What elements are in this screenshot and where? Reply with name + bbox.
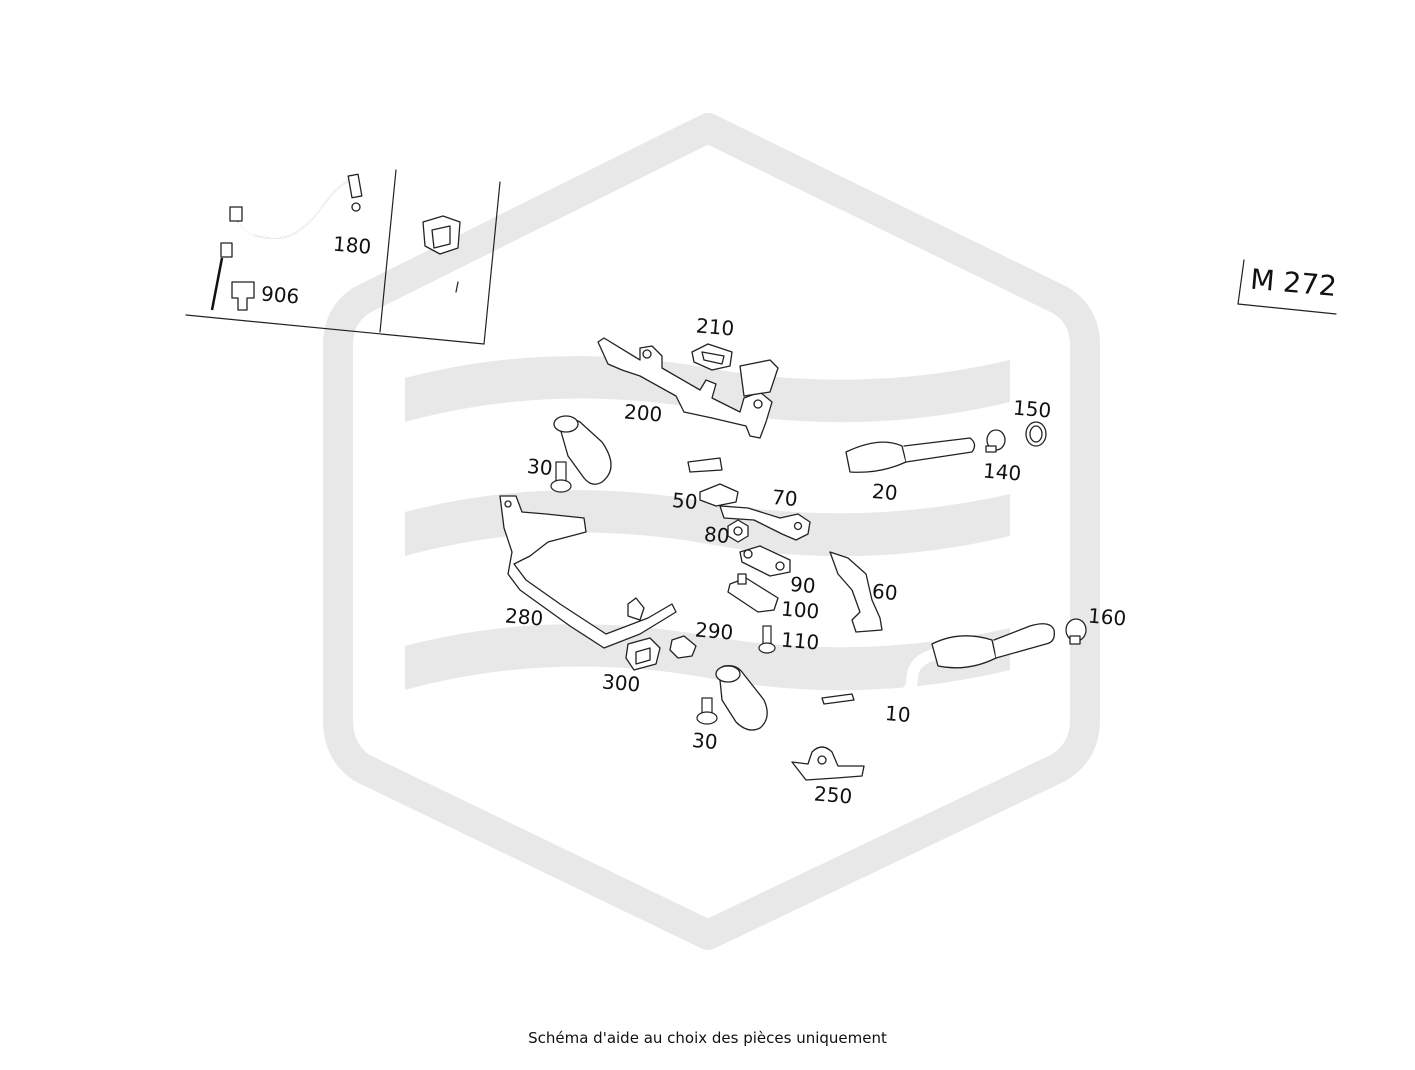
part-110-bolt[interactable] — [758, 625, 776, 654]
part-280-bracket[interactable] — [499, 495, 677, 649]
callout-70: 70 — [771, 485, 798, 511]
part-150-clamp[interactable] — [1025, 421, 1047, 447]
callout-160: 160 — [1087, 603, 1127, 630]
part-90-mount[interactable] — [739, 545, 791, 577]
callout-300: 300 — [601, 669, 641, 696]
callout-60: 60 — [871, 579, 898, 605]
part-60-bracket[interactable] — [829, 551, 883, 633]
callout-80: 80 — [703, 522, 730, 548]
callout-210: 210 — [695, 313, 735, 340]
part-250-mount[interactable] — [791, 746, 865, 781]
part-30-bolt-lower[interactable] — [696, 697, 718, 725]
part-906-connector[interactable] — [210, 242, 255, 311]
callout-280: 280 — [504, 603, 544, 630]
callout-150: 150 — [1012, 395, 1052, 422]
footer-disclaimer: Schéma d'aide au choix des pièces unique… — [528, 1029, 887, 1047]
engine-code-label: M 272 — [1237, 259, 1338, 315]
part-160-clamp[interactable] — [1065, 618, 1087, 645]
callout-110: 110 — [780, 627, 820, 654]
part-300-clip[interactable] — [625, 637, 661, 671]
callout-290: 290 — [694, 617, 734, 644]
part-80-nut[interactable] — [727, 519, 749, 543]
callout-20: 20 — [871, 479, 898, 505]
callout-180: 180 — [332, 232, 372, 259]
callout-90: 90 — [789, 572, 816, 598]
callout-200: 200 — [623, 399, 663, 426]
callout-30-upper: 30 — [526, 454, 553, 480]
inset-frame — [185, 169, 501, 345]
part-50-hanger[interactable] — [699, 483, 739, 507]
part-290-clip[interactable] — [669, 635, 697, 659]
part-10-exhaust-pipe[interactable] — [715, 623, 1055, 731]
callout-30-lower: 30 — [691, 728, 718, 754]
callout-labels: 180 906 210 200 150 140 30 20 50 70 80 9… — [260, 232, 1127, 809]
part-210-clip[interactable] — [691, 343, 733, 371]
callout-50: 50 — [671, 488, 698, 514]
callout-250: 250 — [813, 781, 853, 808]
part-30-bolt-upper[interactable] — [550, 461, 572, 493]
part-70-bracket[interactable] — [719, 505, 811, 541]
part-inset-clip[interactable] — [422, 215, 461, 293]
callout-140: 140 — [982, 458, 1022, 485]
part-180-oxygen-sensor[interactable] — [229, 173, 363, 239]
part-200-bracket[interactable] — [597, 337, 779, 439]
part-140-clamp[interactable] — [985, 429, 1006, 453]
callout-10: 10 — [884, 701, 911, 727]
engine-code: M 272 — [1249, 263, 1338, 303]
callout-100: 100 — [780, 596, 820, 623]
callout-906: 906 — [260, 281, 300, 308]
part-20-exhaust-pipe[interactable] — [553, 415, 976, 485]
part-100-mount-plate[interactable] — [727, 573, 779, 613]
